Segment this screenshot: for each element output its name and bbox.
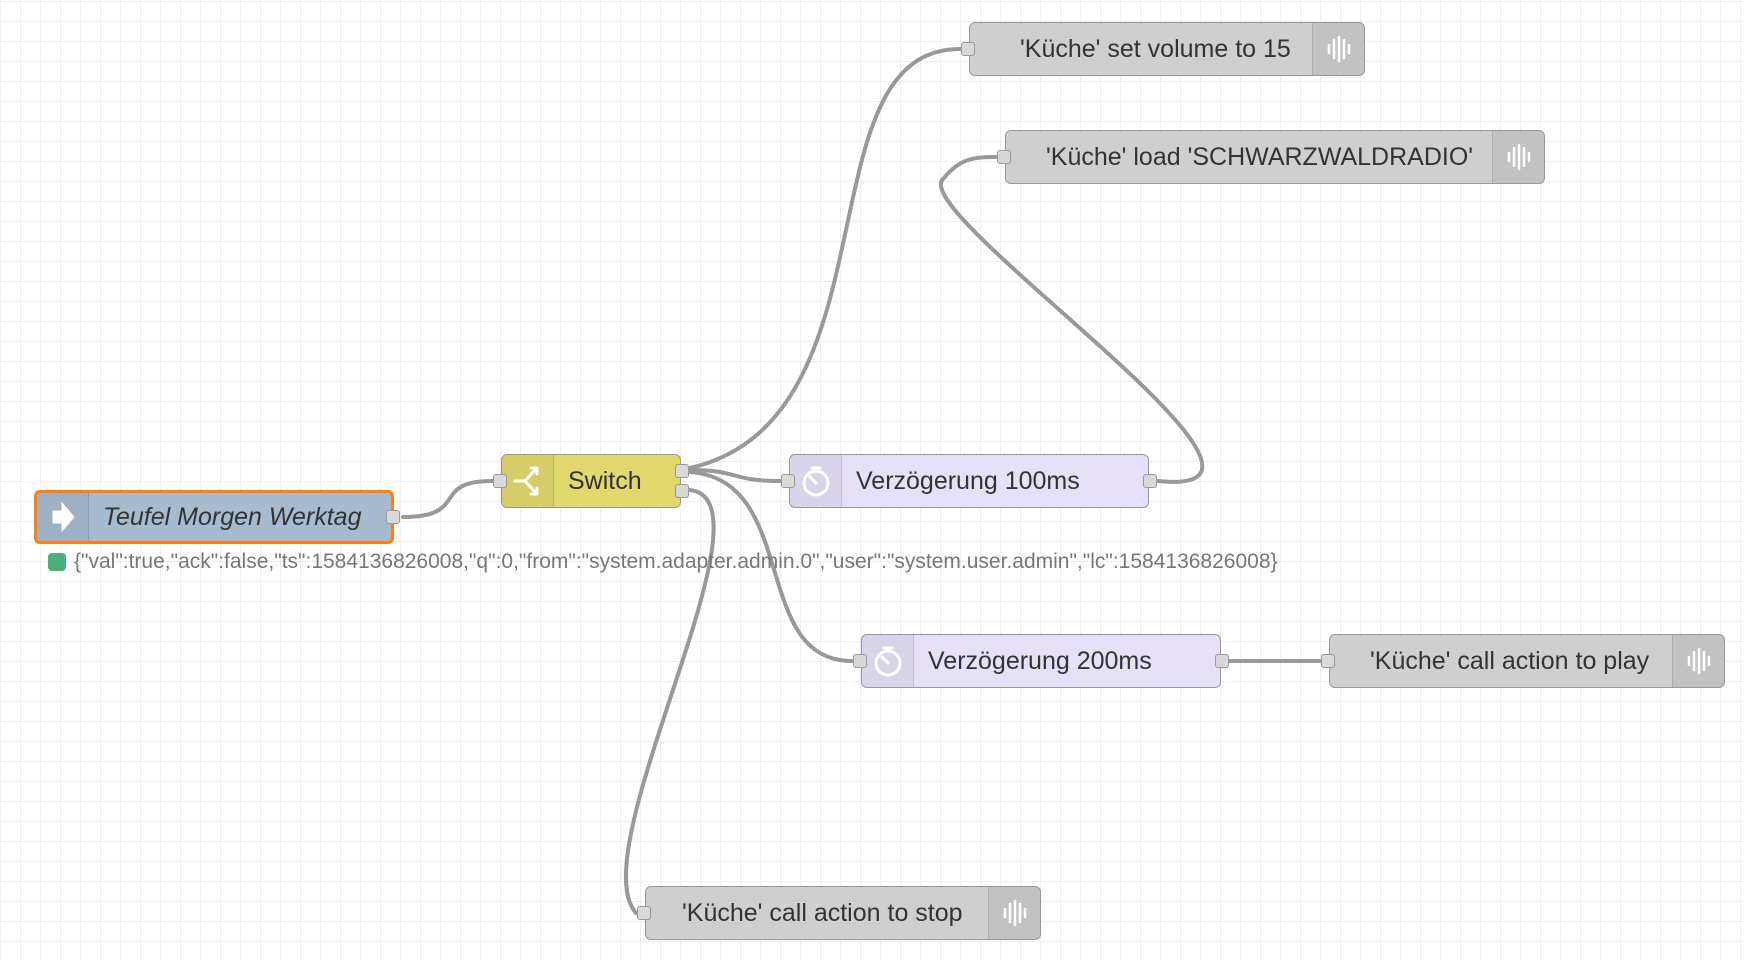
call-play-input-port[interactable] [1321, 654, 1335, 668]
call-play-node[interactable]: 'Küche' call action to play [1321, 634, 1725, 688]
switch-input-port[interactable] [493, 474, 507, 488]
wire-delay100-load[interactable] [939, 155, 1205, 484]
delay-200-node[interactable]: Verzögerung 200ms [853, 634, 1229, 688]
status-dot-icon [48, 553, 66, 571]
wire-switch-delay200[interactable] [688, 470, 854, 663]
inject-node-label: Teufel Morgen Werktag [103, 502, 362, 531]
wire-switch-delay100[interactable] [688, 468, 782, 483]
call-stop-node[interactable]: 'Küche' call action to stop [637, 886, 1041, 940]
switch-output-port-1[interactable] [675, 464, 689, 478]
switch-branch-icon [502, 455, 554, 507]
delay-200-input-port[interactable] [853, 654, 867, 668]
wire-switch-volume[interactable] [688, 47, 962, 470]
set-volume-label: 'Küche' set volume to 15 [1020, 34, 1291, 63]
set-volume-input-port[interactable] [961, 42, 975, 56]
delay-200-output-port[interactable] [1215, 654, 1229, 668]
wire-inject-switch[interactable] [401, 479, 494, 519]
inject-status: {"val":true,"ack":false,"ts":15841368260… [48, 550, 1278, 574]
set-volume-node[interactable]: 'Küche' set volume to 15 [961, 22, 1365, 76]
delay-100-label: Verzögerung 100ms [856, 466, 1080, 495]
timer-icon [862, 635, 914, 687]
speaker-icon [1672, 635, 1724, 687]
switch-node[interactable]: Switch [493, 454, 689, 508]
call-stop-label: 'Küche' call action to stop [682, 898, 963, 927]
timer-icon [790, 455, 842, 507]
delay-100-input-port[interactable] [781, 474, 795, 488]
load-radio-node[interactable]: 'Küche' load 'SCHWARZWALDRADIO' [997, 130, 1545, 184]
inject-node[interactable]: Teufel Morgen Werktag [34, 490, 400, 544]
switch-output-port-2[interactable] [675, 484, 689, 498]
arrow-in-icon [37, 493, 89, 541]
load-radio-label: 'Küche' load 'SCHWARZWALDRADIO' [1046, 142, 1474, 171]
speaker-icon [1492, 131, 1544, 183]
switch-node-label: Switch [568, 466, 642, 495]
wire-switch-stop[interactable] [623, 488, 716, 915]
speaker-icon [1312, 23, 1364, 75]
call-play-label: 'Küche' call action to play [1370, 646, 1650, 675]
call-stop-input-port[interactable] [637, 906, 651, 920]
inject-output-port[interactable] [386, 510, 400, 524]
delay-100-output-port[interactable] [1143, 474, 1157, 488]
status-text: {"val":true,"ack":false,"ts":15841368260… [74, 550, 1278, 573]
delay-200-label: Verzögerung 200ms [928, 646, 1152, 675]
load-radio-input-port[interactable] [997, 150, 1011, 164]
speaker-icon [988, 887, 1040, 939]
delay-100-node[interactable]: Verzögerung 100ms [781, 454, 1157, 508]
